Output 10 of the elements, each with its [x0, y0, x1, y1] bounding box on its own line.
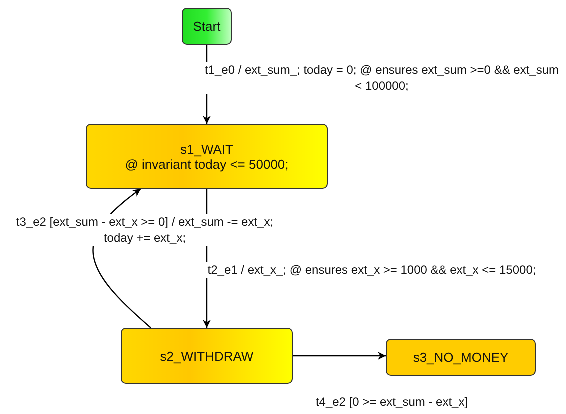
state-text: s1_WAIT [180, 142, 234, 156]
state-box [121, 328, 293, 384]
state-box [386, 339, 536, 376]
state-box [86, 124, 328, 189]
start-node [182, 8, 232, 45]
state-text: Start [193, 19, 221, 34]
state-text: s2_WITHDRAW [160, 348, 254, 364]
state-text: @ invariant today <= 50000; [125, 156, 289, 172]
state-text: s3_NO_MONEY [413, 350, 509, 365]
transition-arrow [293, 352, 386, 360]
